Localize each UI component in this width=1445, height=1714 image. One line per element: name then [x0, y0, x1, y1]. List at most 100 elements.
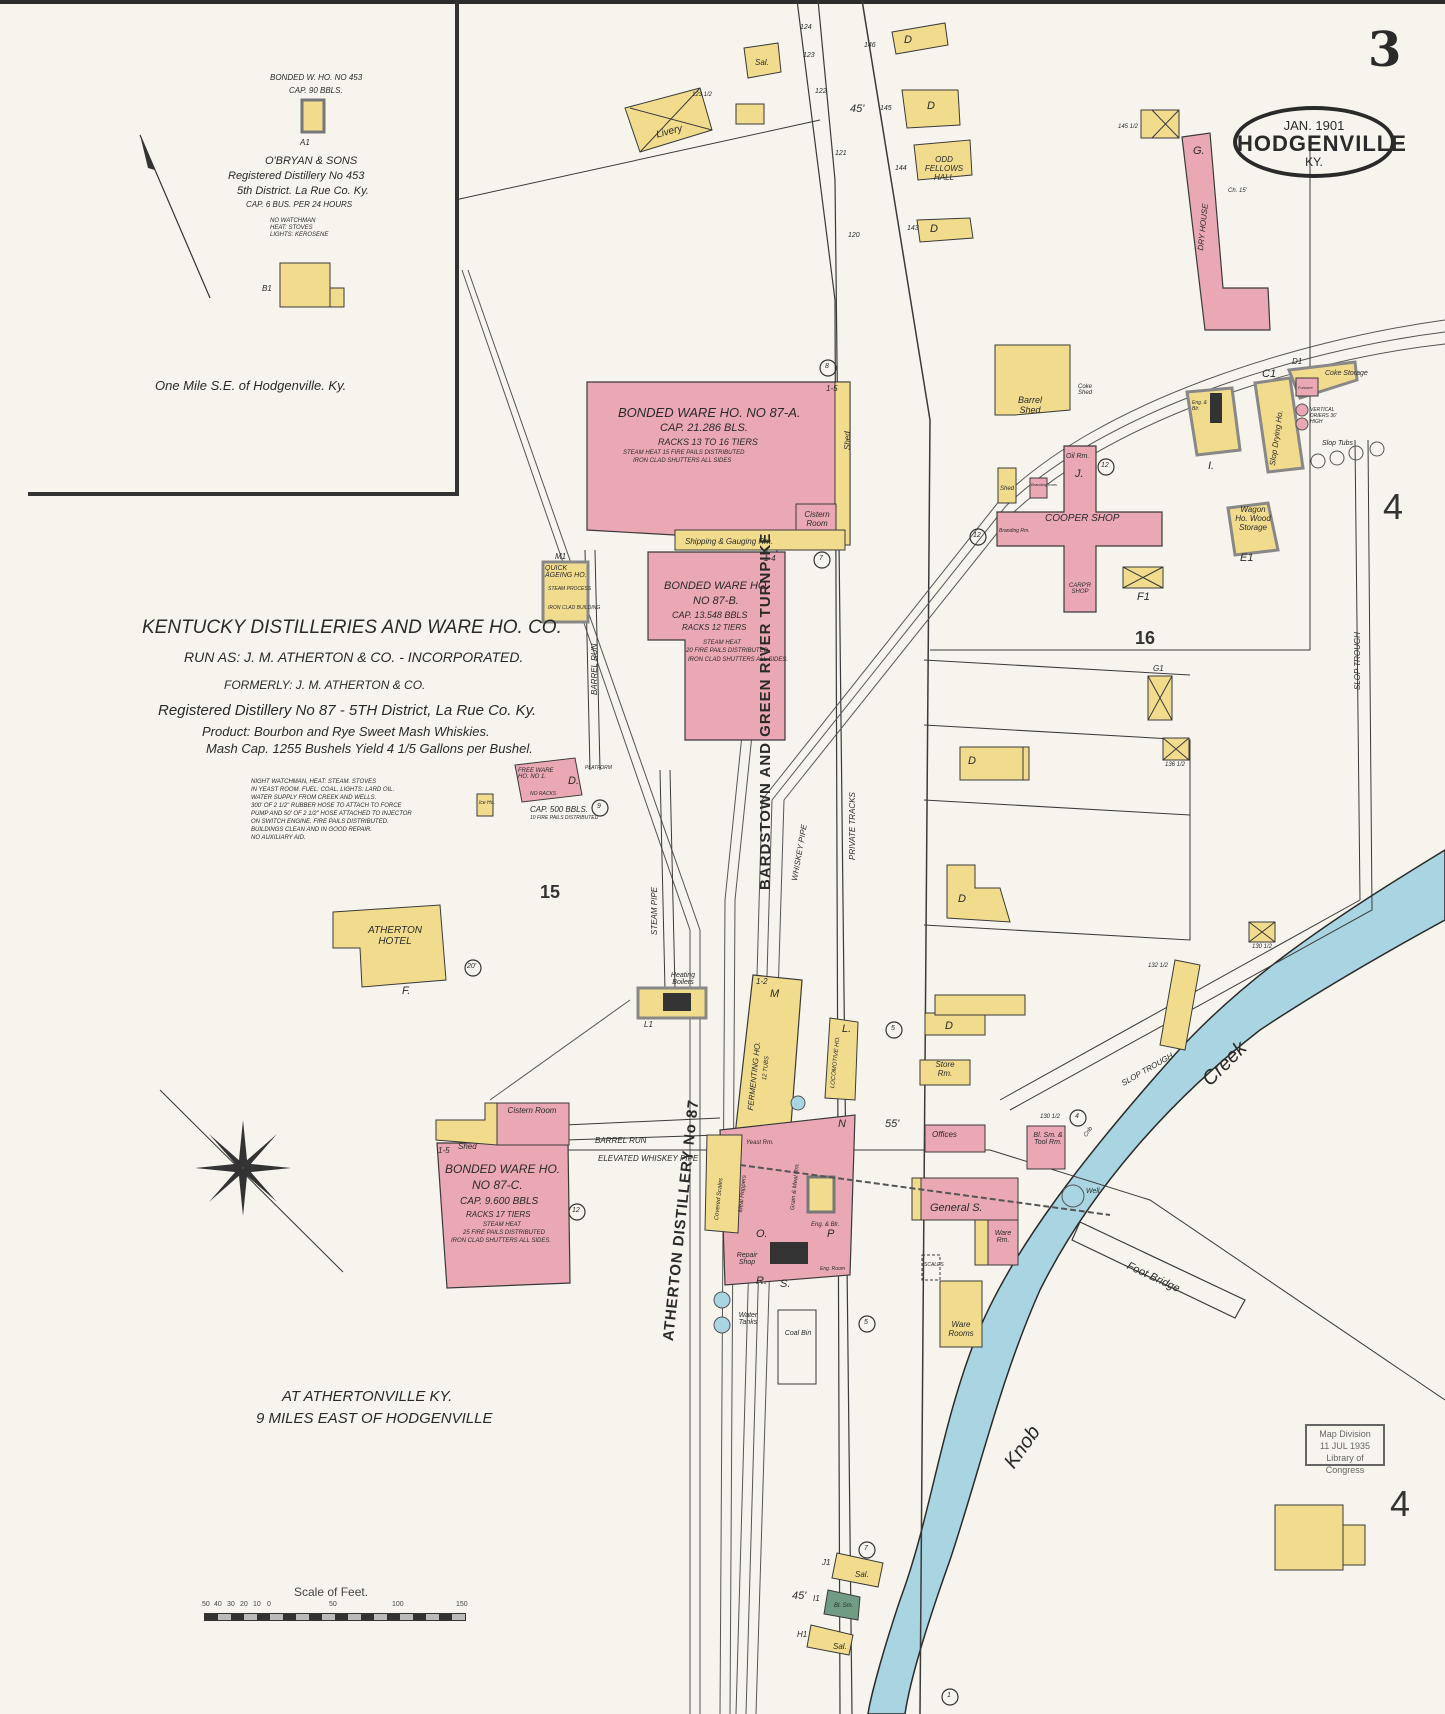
library-stamp: Map Division 11 JUL 1935 Library of Cong… — [1305, 1424, 1385, 1475]
dwelling-label: D — [904, 34, 912, 46]
lot-number: 136 1/2 — [1165, 762, 1186, 768]
ware-87c-notes3: IRON CLAD SHUTTERS ALL SIDES. — [451, 1238, 552, 1244]
dry-house — [1181, 132, 1271, 331]
inset-warehouse-id: A1 — [300, 138, 310, 147]
ware-87b-racks: RACKS 12 TIERS — [682, 623, 747, 632]
road-width: 55' — [885, 1118, 900, 1130]
free-ware-note: 10 FIRE PAILS DISTRIBUTED — [530, 815, 599, 821]
wagon-title: Wagon Ho. Wood Storage — [1235, 505, 1271, 532]
repair-shop: Repair Shop — [736, 1252, 758, 1266]
cooper-id: J. — [1075, 468, 1084, 480]
ware-87c-shed: Shed — [458, 1142, 477, 1151]
ware-87b-cap: CAP. 13.548 BBLS — [672, 610, 748, 620]
inset-registered: Registered Distillery No 453 — [228, 170, 365, 182]
hydrant-number: 7 — [819, 555, 823, 562]
general-store — [919, 1177, 1019, 1221]
well-label: Well — [1086, 1188, 1100, 1195]
ware-87b-notes2: 20 FIRE PAILS DISTRIBUTED — [686, 648, 768, 654]
note-line: NIGHT WATCHMAN, HEAT: STEAM. STOVES — [251, 779, 377, 785]
company-mash: Mash Cap. 1255 Bushels Yield 4 1/5 Gallo… — [206, 741, 533, 756]
inset-warehouse — [300, 98, 326, 134]
engine-room: Eng. Room — [820, 1266, 846, 1272]
company-run-as: RUN AS: J. M. ATHERTON & CO. - INCORPORA… — [184, 649, 524, 665]
free-ware-ho — [514, 757, 583, 803]
ware-87a-shed: Shed — [843, 431, 852, 450]
chimney-label: Ch. 15' — [1228, 188, 1247, 194]
ware-87a-racks: RACKS 13 TO 16 TIERS — [658, 437, 758, 447]
road-width: 45' — [792, 1590, 807, 1602]
private-tracks-label: PRIVATE TRACKS — [848, 792, 857, 860]
water-tanks-label: Water Tanks — [738, 1312, 758, 1326]
inset-location: One Mile S.E. of Hodgenville. Ky. — [155, 378, 347, 393]
hydrant-number: 7 — [864, 1545, 868, 1552]
inset-warehouse-cap: CAP. 90 BBLS. — [289, 86, 343, 95]
wagon-ho — [1226, 501, 1280, 557]
fermenting-id: M — [770, 988, 780, 1000]
lot-number: 121 — [835, 150, 847, 157]
stamp-line: 11 JUL 1935 — [1319, 1441, 1371, 1451]
scale-ticks: 50 40 30 20 10 0 50 100 150 — [202, 1601, 468, 1611]
hotel-id: F. — [402, 985, 411, 997]
offices-label: Offices — [932, 1130, 957, 1139]
free-ware-cap: CAP. 500 BBLS. — [530, 805, 589, 814]
steam-pipe-label: STEAM PIPE — [650, 886, 659, 935]
cooper-shop-label: COOPER SHOP — [1045, 513, 1120, 524]
ware-87c-stories: 1-5 — [438, 1146, 450, 1155]
scale-caption: Scale of Feet. — [294, 1585, 369, 1599]
block-number: 15 — [540, 882, 561, 902]
ware-87b-notes: STEAM HEAT — [703, 640, 741, 646]
ware-87b-num: No 87-B. — [693, 595, 739, 607]
distillery-main — [719, 1114, 856, 1286]
ware-87a-notes2: IRON CLAD SHUTTERS ALL SIDES — [633, 458, 732, 464]
dwelling-label: D — [968, 755, 976, 767]
hydrant-number: 4 — [1075, 1113, 1079, 1120]
elevated-pipe-label: ELEVATED WHISKEY PIPE — [598, 1154, 699, 1163]
company-notes: NIGHT WATCHMAN, HEAT: STEAM. STOVES IN Y… — [251, 778, 412, 842]
turnpike-east-edge — [861, 0, 931, 1714]
south-id: J1 — [822, 1558, 831, 1567]
heating-id: L1 — [644, 1020, 653, 1029]
ware-87b-notes3: IRON CLAD SHUTTERS ALL SIDES. — [688, 657, 789, 663]
slop-trough-label: SLOP TROUGH — [1353, 632, 1362, 690]
ice-ho-label: Ice Ho. — [479, 800, 495, 806]
hydrant-number: 1 — [947, 1692, 951, 1699]
foot-bridge — [1071, 1221, 1246, 1319]
ware-87b-stories: 1-4 — [764, 554, 776, 563]
adjacent-sheet-label: 4 — [1390, 1483, 1411, 1524]
slop-drying-ho — [1253, 376, 1305, 474]
lot-number: 124 — [800, 24, 812, 31]
lot-number: 130 1/2 — [1040, 1114, 1061, 1120]
inset-note-3: LIGHTS: KEROSENE — [270, 232, 329, 238]
ware-87c-cistern: Cistern Room — [507, 1106, 557, 1115]
platform-label: PLATFORM — [585, 765, 612, 771]
south-id: H1 — [797, 1630, 808, 1639]
south-id: I1 — [813, 1594, 820, 1603]
note-line: BUILDINGS CLEAN AND IN GOOD REPAIR. — [251, 827, 373, 833]
ware-87c-cap: CAP. 9.600 BBLS — [460, 1196, 539, 1207]
coke-storage-id: D1 — [1292, 357, 1303, 366]
adjacent-sheet-label: 4 — [1383, 486, 1404, 527]
company-name: KENTUCKY DISTILLERIES AND WARE HO. CO. — [142, 617, 562, 638]
inset-company: O'BRYAN & SONS — [265, 155, 358, 167]
fermenting-stories: 1-2 — [756, 977, 768, 986]
lot-number: 143 — [907, 225, 919, 232]
offices — [924, 1124, 986, 1153]
distillery-section-n: N — [838, 1118, 846, 1130]
odd-fellows-hall — [913, 139, 973, 181]
company-product: Product: Bourbon and Rye Sweet Mash Whis… — [202, 724, 490, 739]
quick-ageing-ho — [541, 560, 590, 624]
hydrant-number: 8 — [825, 363, 829, 370]
hydrant-number: 5 — [891, 1025, 895, 1032]
distillery-section-o: O. — [756, 1228, 768, 1240]
dryers-label: VERTICAL DRIERS 36' HIGH — [1310, 407, 1337, 425]
lot-number: 122 — [815, 88, 827, 95]
dwelling-label: D — [945, 1020, 953, 1032]
lot-number: 145 — [880, 105, 892, 112]
turnpike-west-edge — [817, 0, 853, 1714]
scale-tick: 50 — [329, 1601, 337, 1608]
odd-fellows-label: ODD FELLOWS HALL — [924, 155, 964, 182]
scale-tick: 100 — [392, 1601, 404, 1608]
ware-rm-label: Ware Rm. — [994, 1230, 1012, 1244]
yeast-room: Yeast Rm. — [746, 1140, 774, 1146]
